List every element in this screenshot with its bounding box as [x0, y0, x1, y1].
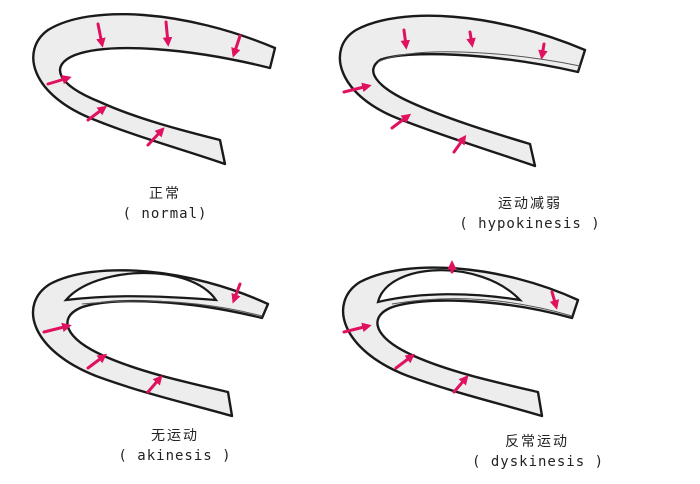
- label-dyskinesis: 反常运动 ( dyskinesis ): [472, 432, 605, 472]
- contraction-arrow: [549, 290, 560, 310]
- label-hypokinesis: 运动减弱 ( hypokinesis ): [450, 194, 610, 234]
- label-normal: 正常 ( normal): [115, 184, 215, 224]
- contraction-arrow: [46, 75, 72, 86]
- label-en: ( hypokinesis ): [459, 216, 601, 232]
- ventricle-wall: [338, 14, 587, 168]
- label-cn: 正常: [149, 186, 181, 202]
- label-akinesis: 无运动 ( akinesis ): [115, 426, 235, 466]
- contraction-arrow: [146, 375, 163, 394]
- akinetic-segment: [63, 271, 219, 302]
- label-en: ( normal): [122, 206, 208, 222]
- label-cn: 反常运动: [505, 434, 569, 450]
- arrows: [42, 282, 242, 394]
- contraction-arrow: [466, 30, 476, 48]
- contraction-arrow: [96, 22, 106, 48]
- contraction-arrow: [86, 353, 108, 370]
- label-en: ( akinesis ): [118, 448, 232, 464]
- panel-hypokinesis: [338, 14, 587, 168]
- label-cn: 运动减弱: [498, 196, 562, 212]
- contraction-arrow: [162, 20, 173, 47]
- end-systolic-border: [377, 51, 581, 67]
- contraction-arrow: [452, 134, 467, 154]
- contraction-arrow: [146, 127, 165, 147]
- arrows: [46, 20, 242, 147]
- ventricle-wall: [31, 269, 270, 418]
- contraction-arrow: [86, 105, 108, 122]
- contraction-arrow: [452, 375, 469, 394]
- contraction-arrow: [231, 282, 242, 304]
- end-systolic-border: [81, 300, 263, 317]
- contraction-arrow: [390, 113, 412, 130]
- arrows: [342, 260, 560, 394]
- contraction-arrow: [394, 353, 416, 370]
- label-en: ( dyskinesis ): [472, 454, 605, 470]
- panel-normal: [32, 13, 277, 166]
- label-cn: 无运动: [151, 428, 199, 444]
- arrows: [342, 28, 548, 154]
- contraction-arrow: [400, 28, 411, 50]
- end-systolic-border: [391, 298, 573, 317]
- ventricle-wall: [342, 266, 580, 418]
- contraction-arrow: [42, 322, 72, 334]
- dyskinetic-bulge: [376, 269, 524, 304]
- contraction-arrow: [342, 322, 372, 334]
- panel-akinesis: [31, 269, 270, 418]
- ventricle-wall: [32, 13, 277, 166]
- contraction-arrow: [538, 42, 548, 60]
- contraction-arrow: [231, 34, 242, 58]
- contraction-arrow: [342, 82, 372, 94]
- panel-dyskinesis: [342, 260, 580, 418]
